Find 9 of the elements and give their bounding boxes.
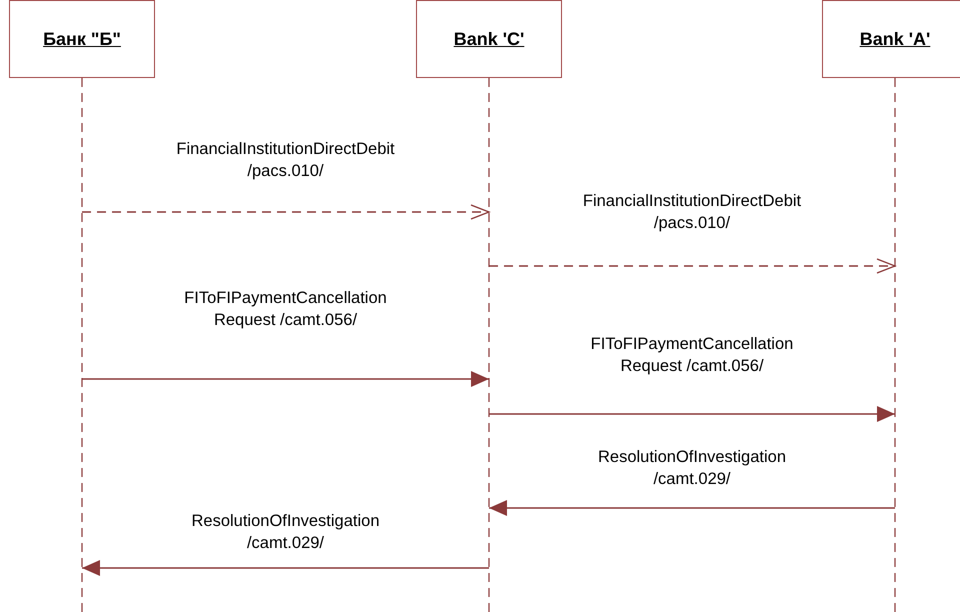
message-arrow [82,204,490,220]
message-arrow [489,258,896,274]
message-arrow [82,371,489,387]
message-arrow [489,406,895,422]
participant-box: Банк "Б" [9,0,155,78]
participant-box: Bank 'C' [416,0,562,78]
message-arrow [82,560,489,576]
message-arrow [489,500,895,516]
participant-box: Bank 'A' [822,0,960,78]
